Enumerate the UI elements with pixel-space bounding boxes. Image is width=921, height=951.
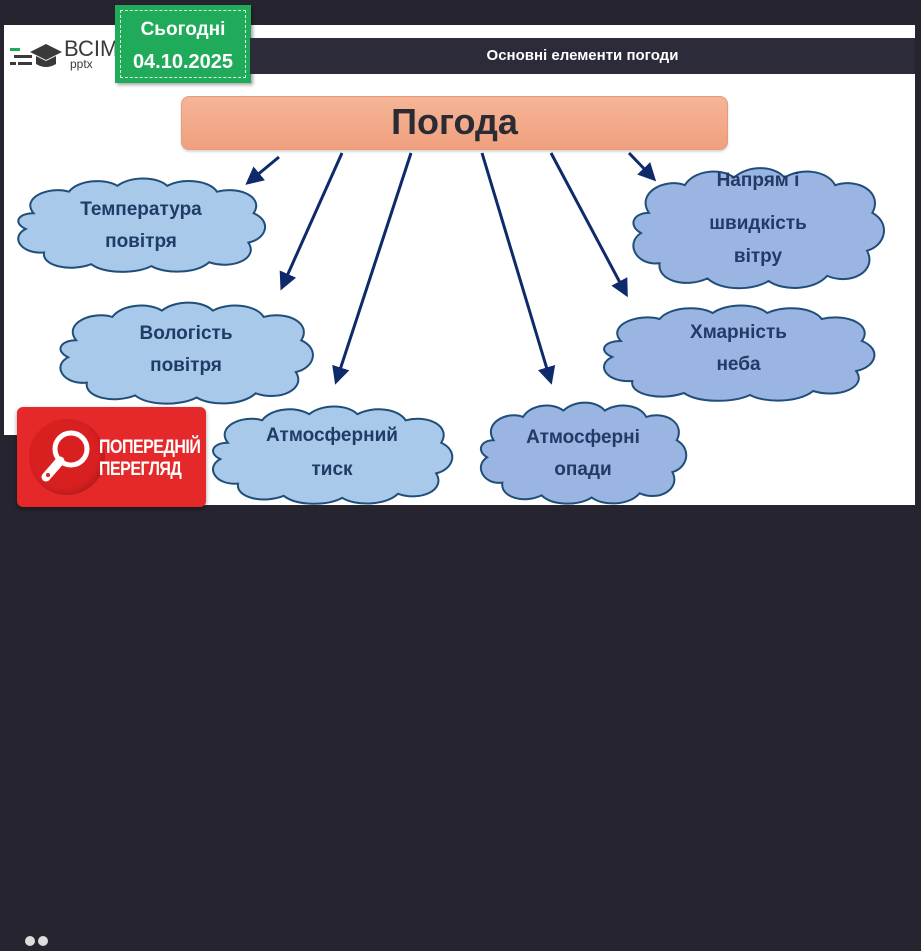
arrow-precipitation <box>480 152 556 385</box>
arrow-pressure <box>332 152 413 385</box>
cloud-wind-line3: вітру <box>733 246 783 267</box>
page-title: Основні елементи погоди <box>486 47 679 64</box>
cloud-humidity: Вологість повітря <box>52 300 320 406</box>
today-date: 04.10.2025 <box>132 51 234 73</box>
cloud-wind: Напрям і швидкість вітру <box>625 165 891 291</box>
preview-button[interactable]: ПОПЕРЕДНІЙ ПЕРЕГЛЯД <box>17 407 206 507</box>
cloud-pressure-line2: тиск <box>311 459 353 480</box>
logo-brand: ВСІМ <box>64 36 119 61</box>
logo: ВСІМ pptx <box>8 38 118 74</box>
cloud-humidity-line2: повітря <box>150 355 222 376</box>
cloud-precipitation-line1: Атмосферні <box>526 427 640 448</box>
arrow-cloudiness <box>549 152 628 298</box>
arrow-temperature <box>245 155 280 185</box>
cloud-pressure-line1: Атмосферний <box>266 425 398 446</box>
cloud-humidity-line1: Вологість <box>139 323 233 344</box>
preview-line2: ПЕРЕГЛЯД <box>99 459 182 480</box>
arrow-wind <box>627 151 657 182</box>
main-concept-label: Погода <box>391 101 518 142</box>
magnifier-icon <box>29 419 105 495</box>
logo-sub: pptx <box>70 57 93 71</box>
cloud-precipitation-line2: опади <box>554 459 612 480</box>
cloud-cloudiness-line1: Хмарність <box>690 322 787 343</box>
graduation-cap-icon <box>10 44 62 67</box>
header-bar: Основні елементи погоди <box>250 38 915 74</box>
preview-line1: ПОПЕРЕДНІЙ <box>99 437 201 458</box>
main-concept-box: Погода <box>181 96 728 150</box>
cloud-cloudiness: Хмарність неба <box>595 303 882 403</box>
today-label: Сьогодні <box>140 19 226 40</box>
arrows <box>245 151 657 385</box>
cloud-temperature-line2: повітря <box>105 231 177 252</box>
cloud-cloudiness-line2: неба <box>716 354 761 375</box>
preview-label: ПОПЕРЕДНІЙ ПЕРЕГЛЯД <box>99 434 201 484</box>
cloud-temperature-line1: Температура <box>80 199 202 220</box>
arrow-humidity <box>279 152 344 291</box>
cloud-precipitation: Атмосферні опади <box>474 400 692 506</box>
cloud-wind-line2: швидкість <box>709 213 807 234</box>
today-badge: Сьогодні 04.10.2025 <box>115 5 251 83</box>
cloud-temperature: Температура повітря <box>10 176 272 274</box>
cloud-pressure: Атмосферний тиск <box>205 404 459 506</box>
cloud-wind-line1: Напрям і <box>716 170 800 191</box>
